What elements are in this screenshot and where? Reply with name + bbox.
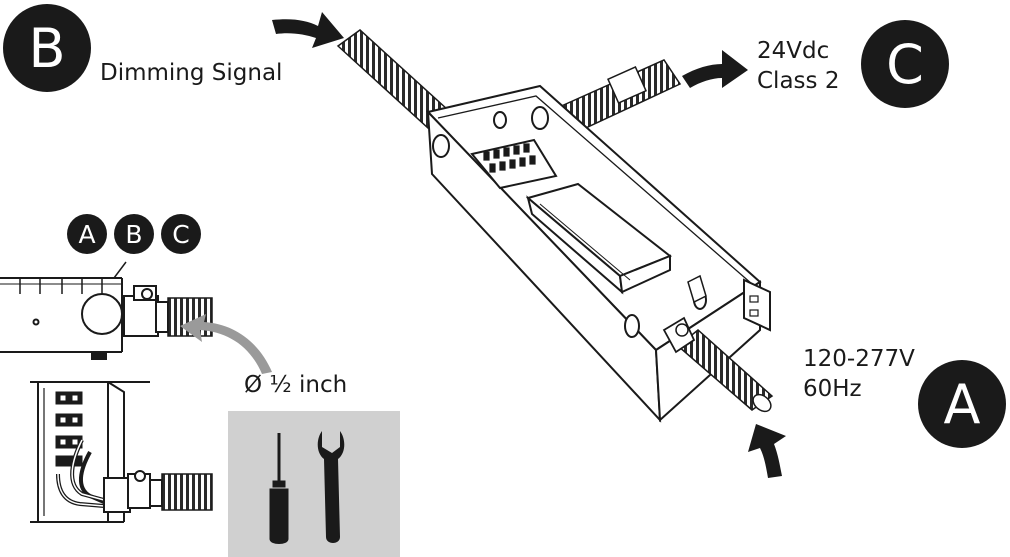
badge-small-a: A xyxy=(67,214,107,254)
badge-b: B xyxy=(3,4,91,92)
label-class-2: Class 2 xyxy=(757,68,840,94)
badge-small-c: C xyxy=(161,214,201,254)
label-conduit-size: Ø ½ inch xyxy=(244,372,348,398)
curved-arrow-icon xyxy=(272,12,786,478)
callout-arrow xyxy=(180,314,272,374)
screwdriver-icon xyxy=(269,433,289,544)
connector-detail xyxy=(0,261,213,360)
tool-panel xyxy=(228,411,400,557)
low-voltage-conduit xyxy=(547,59,682,142)
badge-c: C xyxy=(861,20,949,108)
badge-small-b: B xyxy=(114,214,154,254)
wrench-icon xyxy=(317,431,345,543)
label-low-voltage: 24Vdc Class 2 xyxy=(757,36,839,96)
label-24vdc: 24Vdc xyxy=(757,38,830,64)
label-line-voltage: 120-277V 60Hz xyxy=(803,344,915,404)
line-voltage-conduit xyxy=(662,316,774,413)
badge-a: A xyxy=(918,360,1006,448)
wiring-detail xyxy=(30,381,213,523)
label-voltage-range: 120-277V xyxy=(803,346,915,372)
label-frequency: 60Hz xyxy=(803,376,862,402)
label-dimming-signal: Dimming Signal xyxy=(100,60,283,86)
